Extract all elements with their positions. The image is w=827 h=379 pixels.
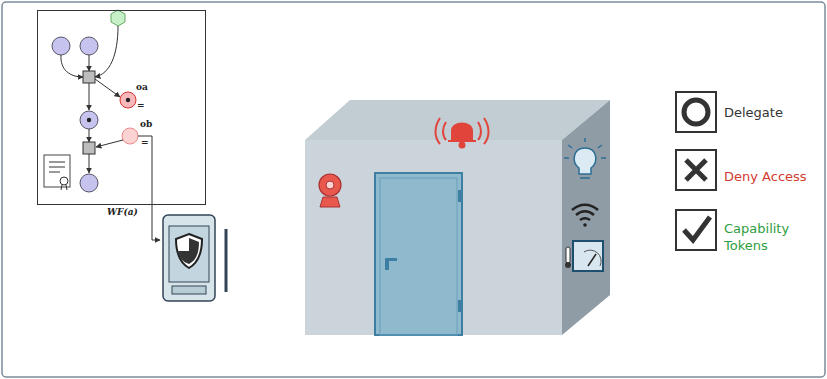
wifi-icon (572, 205, 598, 227)
place-label: = (141, 138, 149, 147)
workflow-box: WF(a) (37, 10, 206, 205)
bulb-icon (564, 138, 606, 178)
workflow-title: WF(a) (107, 207, 138, 217)
thermometer-icon (565, 241, 603, 271)
camera-icon (319, 174, 341, 207)
place-label: = (137, 101, 145, 110)
legend-text: Delegate (724, 104, 783, 121)
legend-text: Deny Access (724, 168, 807, 185)
tablet-icon (163, 215, 226, 301)
petri-net (44, 10, 160, 240)
room-box (305, 100, 610, 335)
alarm-bell (436, 118, 489, 148)
legend-symbols (676, 92, 716, 250)
place-label: ob (140, 120, 152, 129)
legend-text: Capability Tokens (724, 220, 804, 254)
place-label: oa (136, 83, 148, 92)
